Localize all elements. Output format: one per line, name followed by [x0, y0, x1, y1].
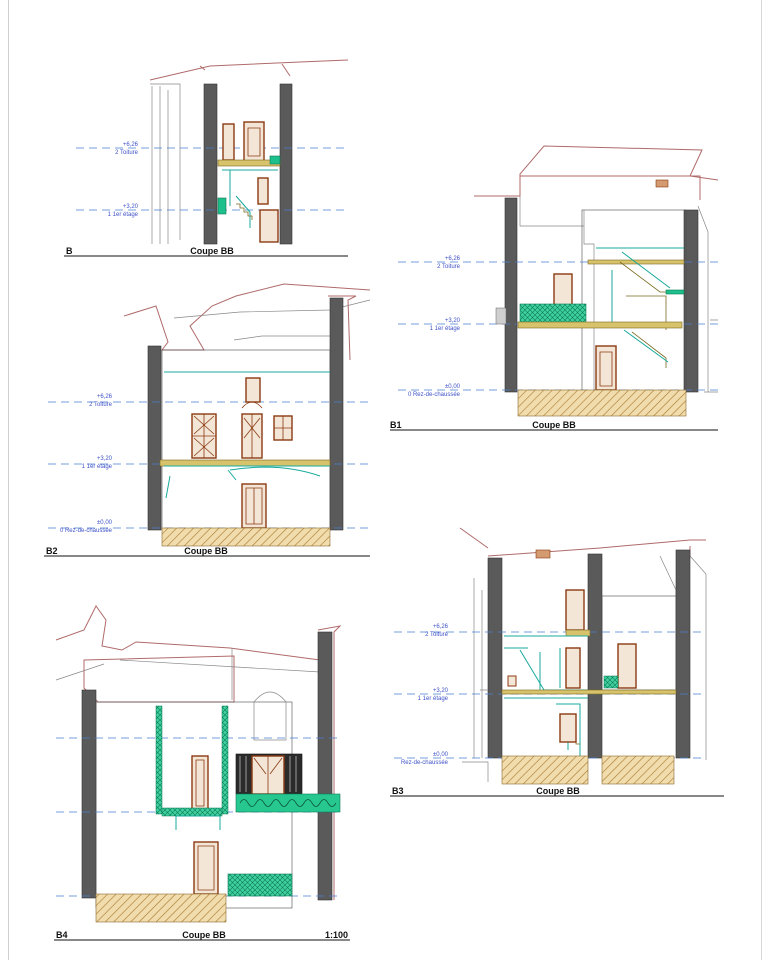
door: [595, 345, 617, 391]
section-title: Coupe BB: [532, 420, 576, 430]
wall-left: [504, 197, 518, 393]
door: [565, 589, 585, 631]
level-name: 2 Toiture: [89, 402, 113, 408]
door: [259, 209, 279, 243]
sheet-right-edge: [761, 0, 762, 960]
section-title: Coupe BB: [182, 930, 226, 940]
drawing-scale: 1:100: [325, 930, 348, 940]
section-b2: [44, 283, 371, 557]
level-value: ±0,00: [433, 752, 449, 758]
wall-right: [675, 549, 691, 759]
section-b1: [390, 145, 719, 431]
section-id: B4: [56, 930, 68, 940]
door: [617, 643, 637, 689]
level-name: 0 Rez-de-chaussée: [60, 528, 113, 534]
door: [257, 177, 269, 205]
door: [191, 755, 209, 811]
level-name: 1 1er étage: [430, 326, 461, 332]
level-value: ±0,00: [97, 520, 113, 526]
door: [553, 273, 573, 309]
section-title: Coupe BB: [190, 246, 234, 256]
wall-right: [317, 631, 333, 901]
level-name: 2 Toiture: [437, 264, 461, 270]
level-name: 1 1er étage: [108, 212, 139, 218]
wall-right: [683, 209, 699, 393]
door: [559, 713, 577, 743]
section-title: Coupe BB: [184, 546, 228, 556]
section-b4: [54, 605, 350, 941]
section-id: B2: [46, 546, 58, 556]
section-id: B3: [392, 786, 404, 796]
level-value: +6,26: [123, 142, 139, 148]
wall-left: [147, 345, 162, 531]
window: [245, 377, 261, 403]
level-value: ±0,00: [445, 384, 461, 390]
level-value: +3,20: [97, 456, 113, 462]
level-value: +6,26: [97, 394, 113, 400]
level-name: 2 Toiture: [115, 150, 139, 156]
level-name: 1 1er étage: [82, 464, 113, 470]
section-b3: [390, 527, 724, 797]
level-value: +3,20: [123, 204, 139, 210]
level-name: Rez-de-chaussée: [401, 760, 449, 766]
level-name: 0 Rez-de-chaussée: [408, 392, 461, 398]
wall-right: [279, 83, 293, 245]
wall-left: [81, 689, 97, 899]
level-value: +3,20: [433, 688, 449, 694]
level-name: 2 Toiture: [425, 632, 449, 638]
wall-left: [487, 557, 503, 759]
door: [565, 647, 581, 689]
level-value: +6,26: [445, 256, 461, 262]
door: [222, 123, 235, 161]
level-value: +3,20: [445, 318, 461, 324]
section-id: B: [66, 246, 73, 256]
wall-right: [587, 553, 603, 759]
wall-left: [203, 83, 218, 245]
level-name: 1 1er étage: [418, 696, 449, 702]
level-value: +6,26: [433, 624, 449, 630]
wall-right: [329, 297, 344, 531]
section-id: B1: [390, 420, 402, 430]
section-title: Coupe BB: [536, 786, 580, 796]
section-b: [64, 59, 349, 257]
sheet-left-edge: [8, 0, 9, 960]
